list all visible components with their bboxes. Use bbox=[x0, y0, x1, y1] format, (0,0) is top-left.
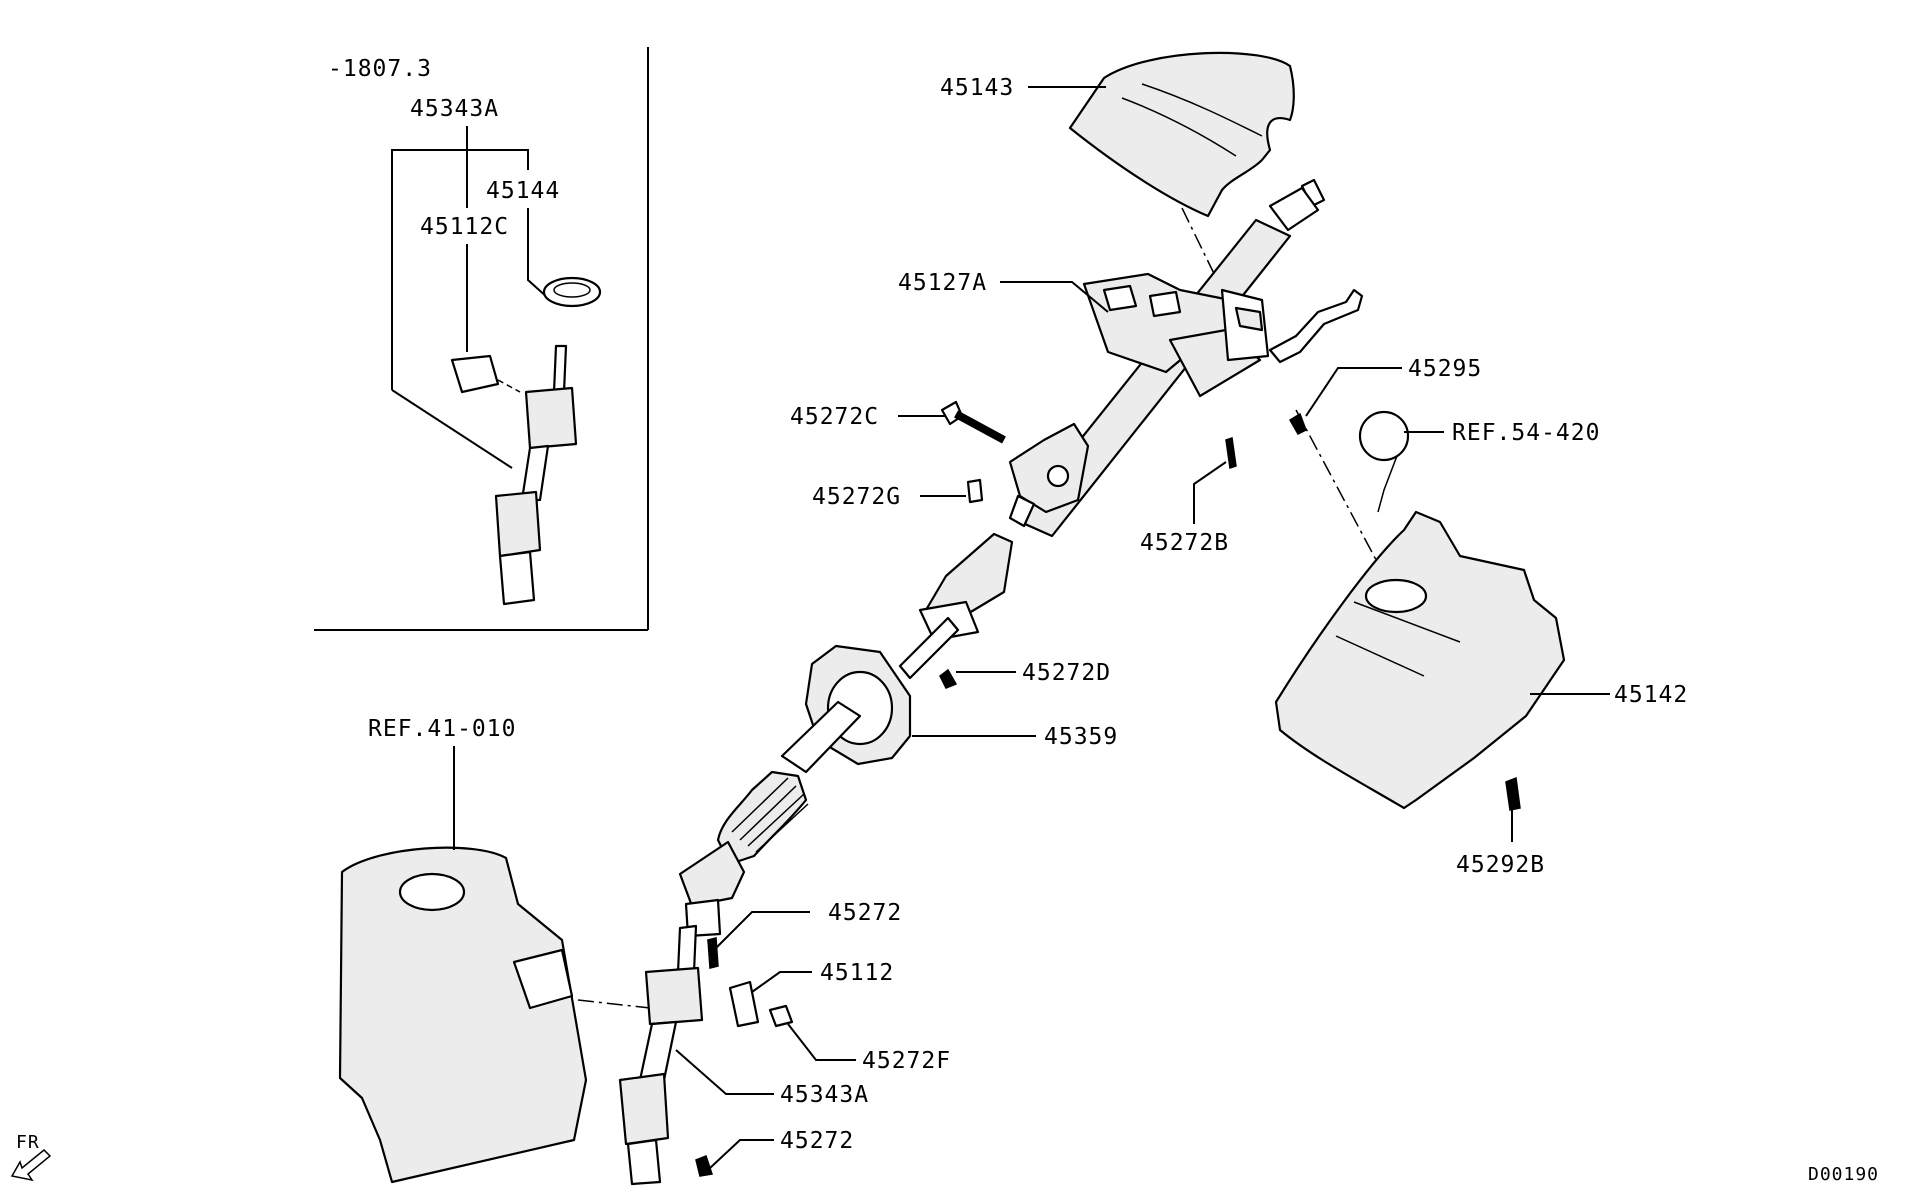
label-45142: 45142 bbox=[1614, 682, 1688, 708]
lower-shaft-end bbox=[626, 1138, 662, 1186]
inset-universal-joint bbox=[494, 490, 542, 558]
inset-label-45144: 45144 bbox=[486, 178, 560, 204]
bolt-45272-lower bbox=[695, 1155, 713, 1177]
bracket-slot2 bbox=[1148, 290, 1182, 318]
label-45143: 45143 bbox=[940, 75, 1014, 101]
upper-cover-rib1 bbox=[1121, 97, 1237, 157]
lower-shaft-housing bbox=[644, 966, 704, 1026]
lower-shaft-top bbox=[676, 924, 698, 974]
inset-label-45112c: 45112C bbox=[420, 214, 509, 240]
lower-column-cover bbox=[1274, 510, 1566, 810]
gear-block-top-hole bbox=[398, 872, 466, 912]
clip-45112 bbox=[728, 980, 760, 1028]
callout-leaders bbox=[453, 86, 1610, 1169]
bolt-45272d bbox=[939, 668, 958, 689]
callout-labels: 45143 45127A 45295 REF.54-420 45272C 452… bbox=[368, 75, 1688, 1154]
bolt-45272f bbox=[768, 1004, 794, 1028]
shaft-rod1 bbox=[898, 616, 960, 680]
label-45292b: 45292B bbox=[1456, 852, 1545, 878]
inset-date-code: -1807.3 bbox=[328, 56, 432, 82]
bolt-45272c-shank bbox=[954, 410, 1006, 444]
lower-cover-opening bbox=[1364, 578, 1428, 614]
orientation-label: FR bbox=[16, 1132, 40, 1153]
inset-leader-shaft bbox=[391, 389, 513, 469]
screw-45272g bbox=[966, 478, 984, 504]
label-45272-lower: 45272 bbox=[780, 1128, 854, 1154]
leader-45112 bbox=[751, 971, 812, 993]
lower-shaft-assembly bbox=[618, 924, 760, 1186]
inset-panel: -1807.3 45343A 45144 45112C bbox=[314, 47, 649, 631]
shaft-rod2 bbox=[780, 700, 862, 774]
screw-45292b bbox=[1505, 776, 1521, 811]
front-arrow-icon bbox=[10, 1148, 52, 1182]
inset-shaft-housing bbox=[524, 386, 578, 450]
label-45272d: 45272D bbox=[1022, 660, 1111, 686]
bolt-45272-upper bbox=[707, 937, 719, 969]
cap-ref54 bbox=[1358, 410, 1410, 462]
upper-cover-body bbox=[1068, 51, 1295, 218]
column-pivot bbox=[1234, 306, 1264, 332]
inset-shaft-tube bbox=[520, 444, 550, 502]
upper-cover-rib2 bbox=[1141, 83, 1263, 137]
lock-hole bbox=[1046, 464, 1070, 488]
label-45272-upper: 45272 bbox=[828, 900, 902, 926]
lower-shaft-stub bbox=[1008, 494, 1036, 528]
label-45112: 45112 bbox=[820, 960, 894, 986]
leader-45272-lower bbox=[709, 1139, 774, 1169]
gear-block-bracket bbox=[512, 948, 574, 1010]
inset-assembly-label: 45343A bbox=[410, 96, 499, 122]
lower-cover-ribs bbox=[1335, 601, 1461, 677]
clip-45295 bbox=[1288, 412, 1307, 435]
label-45272c: 45272C bbox=[790, 404, 879, 430]
inset-bracket bbox=[391, 149, 529, 390]
tilt-lever bbox=[1268, 288, 1364, 364]
ref54-pointer bbox=[1377, 447, 1401, 513]
lower-universal-joint-b bbox=[618, 1072, 670, 1146]
centerline-cover bbox=[1181, 207, 1223, 291]
label-45272g: 45272G bbox=[812, 484, 901, 510]
drawing-code: D00190 bbox=[1808, 1164, 1879, 1185]
label-45272b: 45272B bbox=[1140, 530, 1229, 556]
label-45272f: 45272F bbox=[862, 1048, 951, 1074]
label-ref54-420: REF.54-420 bbox=[1452, 420, 1600, 446]
leader-45272-upper bbox=[715, 911, 810, 949]
label-45127a: 45127A bbox=[898, 270, 987, 296]
steering-gear-block bbox=[338, 846, 588, 1184]
inset-clip-dash bbox=[497, 379, 521, 393]
bellows-ribs bbox=[731, 777, 809, 853]
label-45295: 45295 bbox=[1408, 356, 1482, 382]
lower-shaft-tube bbox=[638, 1020, 678, 1082]
leader-45127a bbox=[1000, 281, 1109, 313]
leader-45272f bbox=[787, 1023, 856, 1061]
label-45343a: 45343A bbox=[780, 1082, 869, 1108]
bracket-slot1 bbox=[1102, 284, 1138, 312]
inset-shaft-end bbox=[498, 550, 536, 606]
column-top-shaft bbox=[1268, 186, 1320, 232]
leader-45295 bbox=[1305, 367, 1402, 417]
gear-block-body bbox=[338, 846, 588, 1184]
intermediate-shaft bbox=[678, 532, 1014, 938]
inset-ring-part bbox=[542, 276, 602, 308]
inset-leader-45144 bbox=[527, 208, 549, 299]
inset-ring-inner bbox=[553, 282, 591, 298]
inset-shaft-top bbox=[552, 344, 568, 394]
leader-45272b bbox=[1193, 461, 1227, 524]
screw-45272b bbox=[1225, 437, 1237, 469]
fasteners bbox=[695, 400, 1521, 1177]
lower-universal-joint bbox=[678, 840, 746, 908]
steering-column bbox=[1008, 178, 1364, 538]
upper-column-cover bbox=[1068, 51, 1295, 218]
lower-cover-body bbox=[1274, 510, 1566, 810]
label-ref41-010: REF.41-010 bbox=[368, 716, 516, 742]
orientation-marker: FR bbox=[10, 1132, 52, 1182]
inset-clip-part bbox=[450, 354, 500, 394]
upper-universal-joint bbox=[924, 532, 1014, 618]
label-45359: 45359 bbox=[1044, 724, 1118, 750]
leader-45343a bbox=[675, 1049, 774, 1095]
centerline-bracket bbox=[577, 999, 651, 1009]
